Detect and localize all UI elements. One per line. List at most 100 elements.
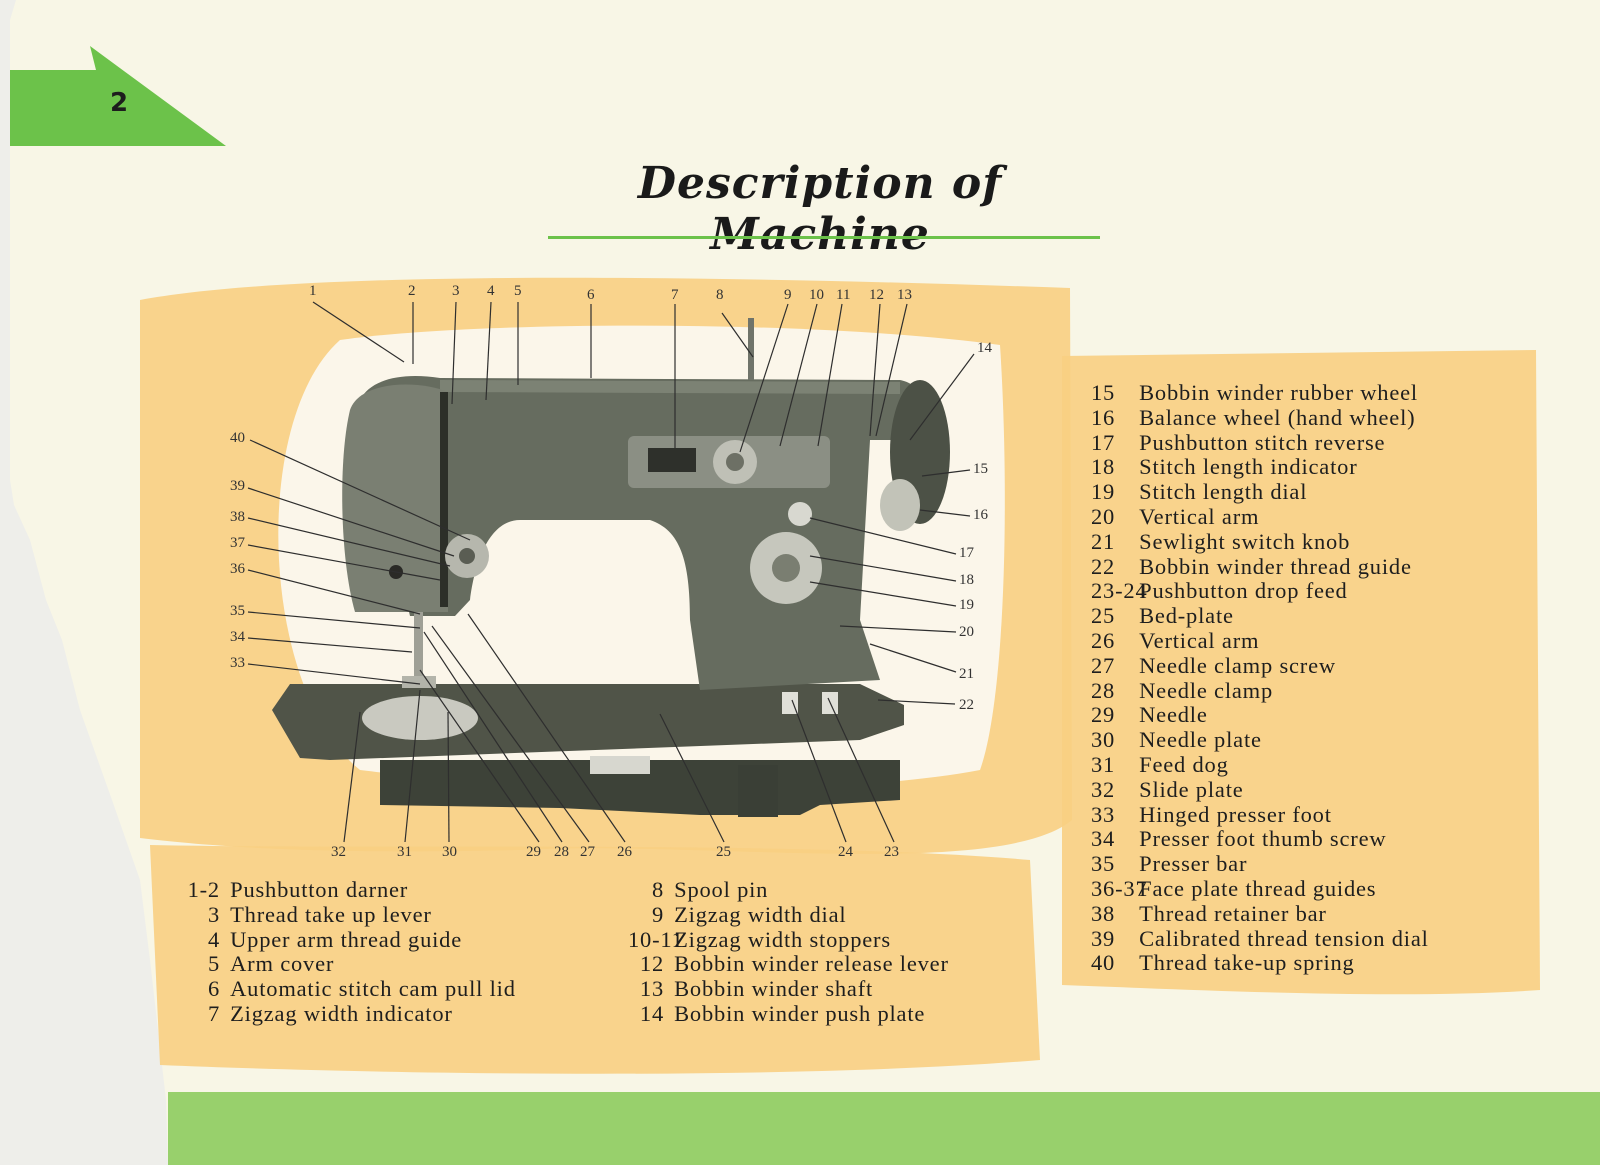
legend-number: 16 bbox=[1091, 404, 1116, 430]
stitch-length-dial-center bbox=[772, 554, 800, 582]
callout-label: 3 bbox=[452, 283, 460, 299]
callout-label: 10 bbox=[809, 287, 824, 303]
legend-label: Vertical arm bbox=[1139, 627, 1260, 653]
legend-number: 32 bbox=[1091, 776, 1116, 802]
legend-number: 33 bbox=[1091, 801, 1116, 827]
callout-label: 18 bbox=[959, 572, 974, 588]
legend-item: 36-37Face plate thread guides bbox=[1091, 875, 1429, 902]
legend-number: 39 bbox=[1091, 925, 1116, 951]
callout-label: 1 bbox=[309, 283, 317, 299]
legend-item: 32 Slide plate bbox=[1091, 776, 1429, 803]
slide-plate bbox=[362, 696, 478, 740]
legend-label: Balance wheel (hand wheel) bbox=[1139, 404, 1416, 430]
legend-number: 19 bbox=[1091, 479, 1116, 505]
legend-label: Needle clamp bbox=[1139, 677, 1274, 703]
face-plate-slot bbox=[440, 392, 448, 607]
legend-item: 31 Feed dog bbox=[1091, 751, 1429, 778]
legend-label: Slide plate bbox=[1139, 776, 1244, 802]
callout-label: 2 bbox=[408, 283, 416, 299]
legend-number: 34 bbox=[1091, 826, 1116, 852]
legend-number: 7 bbox=[207, 1000, 220, 1026]
callout-label: 26 bbox=[617, 844, 632, 860]
callout-label: 17 bbox=[959, 545, 974, 561]
callout-label: 25 bbox=[716, 844, 731, 860]
legend-label: Feed dog bbox=[1139, 751, 1229, 777]
callout-label: 19 bbox=[959, 597, 974, 613]
legend-item: 10-11Zigzag width stoppers bbox=[628, 926, 949, 953]
legend-label: Bobbin winder push plate bbox=[674, 1000, 926, 1026]
legend-label: Thread take up lever bbox=[230, 901, 432, 927]
callout-label: 31 bbox=[397, 844, 412, 860]
callout-label: 36 bbox=[230, 561, 245, 577]
legend-label: Calibrated thread tension dial bbox=[1139, 925, 1429, 951]
legend-number: 6 bbox=[207, 976, 220, 1002]
callout-label: 29 bbox=[526, 844, 541, 860]
legend-label: Pushbutton stitch reverse bbox=[1139, 429, 1386, 455]
legend-label: Pushbutton darner bbox=[230, 877, 409, 902]
legend-number: 36-37 bbox=[1091, 875, 1148, 901]
reverse-button bbox=[788, 502, 812, 526]
legend-label: Presser bar bbox=[1139, 851, 1248, 877]
page-title: Description of Machine bbox=[637, 158, 1003, 260]
legend-label: Bed-plate bbox=[1139, 603, 1234, 629]
spool-pin bbox=[748, 318, 754, 380]
legend-number: 40 bbox=[1091, 950, 1116, 976]
legend-item: 4 Upper arm thread guide bbox=[176, 926, 516, 953]
legend-label: Vertical arm bbox=[1139, 503, 1260, 529]
arm-top-highlight bbox=[440, 380, 900, 394]
legend-label: Needle clamp screw bbox=[1139, 652, 1336, 678]
legend-number: 25 bbox=[1091, 603, 1116, 629]
callout-label: 11 bbox=[836, 287, 851, 303]
legend-label: Bobbin winder shaft bbox=[674, 976, 874, 1002]
callout-label: 38 bbox=[230, 509, 245, 525]
callout-label: 23 bbox=[884, 844, 899, 860]
needle-bar bbox=[414, 612, 423, 682]
callout-label: 34 bbox=[230, 629, 245, 645]
legend-label: Face plate thread guides bbox=[1139, 875, 1377, 901]
legend-label: Pushbutton drop feed bbox=[1139, 578, 1348, 604]
callout-label: 35 bbox=[230, 603, 245, 619]
legend-number: 35 bbox=[1091, 851, 1116, 877]
legend-label: Zigzag width stoppers bbox=[674, 926, 891, 952]
callout-label: 5 bbox=[514, 283, 522, 299]
drop-feed-button-left bbox=[782, 692, 798, 714]
zigzag-window bbox=[648, 448, 696, 472]
callout-label: 9 bbox=[784, 287, 792, 303]
legend-item: 35 Presser bar bbox=[1091, 851, 1429, 877]
callout-label: 7 bbox=[671, 287, 679, 303]
legend-number: 31 bbox=[1091, 751, 1116, 777]
legend-number: 18 bbox=[1091, 454, 1116, 480]
legend-number: 23-24 bbox=[1091, 578, 1148, 604]
machine-leg bbox=[738, 765, 778, 817]
legend-number: 10-11 bbox=[628, 926, 684, 952]
callout-label: 13 bbox=[897, 287, 912, 303]
callout-label: 40 bbox=[230, 430, 245, 446]
legend-number: 29 bbox=[1091, 702, 1116, 728]
face-plate bbox=[342, 384, 448, 612]
legend-label: Upper arm thread guide bbox=[230, 926, 463, 952]
legend-label: Thread take-up spring bbox=[1139, 950, 1355, 976]
leader-lines bbox=[247, 301, 975, 843]
title-underline bbox=[548, 236, 1100, 239]
callout-label: 21 bbox=[959, 666, 974, 682]
legend-label: Needle bbox=[1139, 702, 1208, 728]
page-number-flag bbox=[10, 46, 226, 146]
legend-number: 1-2 bbox=[187, 877, 220, 902]
legend-item: 16 Balance wheel (hand wheel) bbox=[1091, 404, 1429, 431]
callout-label: 20 bbox=[959, 624, 974, 640]
legend-label: Stitch length indicator bbox=[1139, 454, 1358, 480]
legend-number: 4 bbox=[207, 926, 220, 952]
page-number: 2 bbox=[110, 88, 129, 118]
tension-dial-center bbox=[459, 548, 475, 564]
callout-label: 30 bbox=[442, 844, 457, 860]
